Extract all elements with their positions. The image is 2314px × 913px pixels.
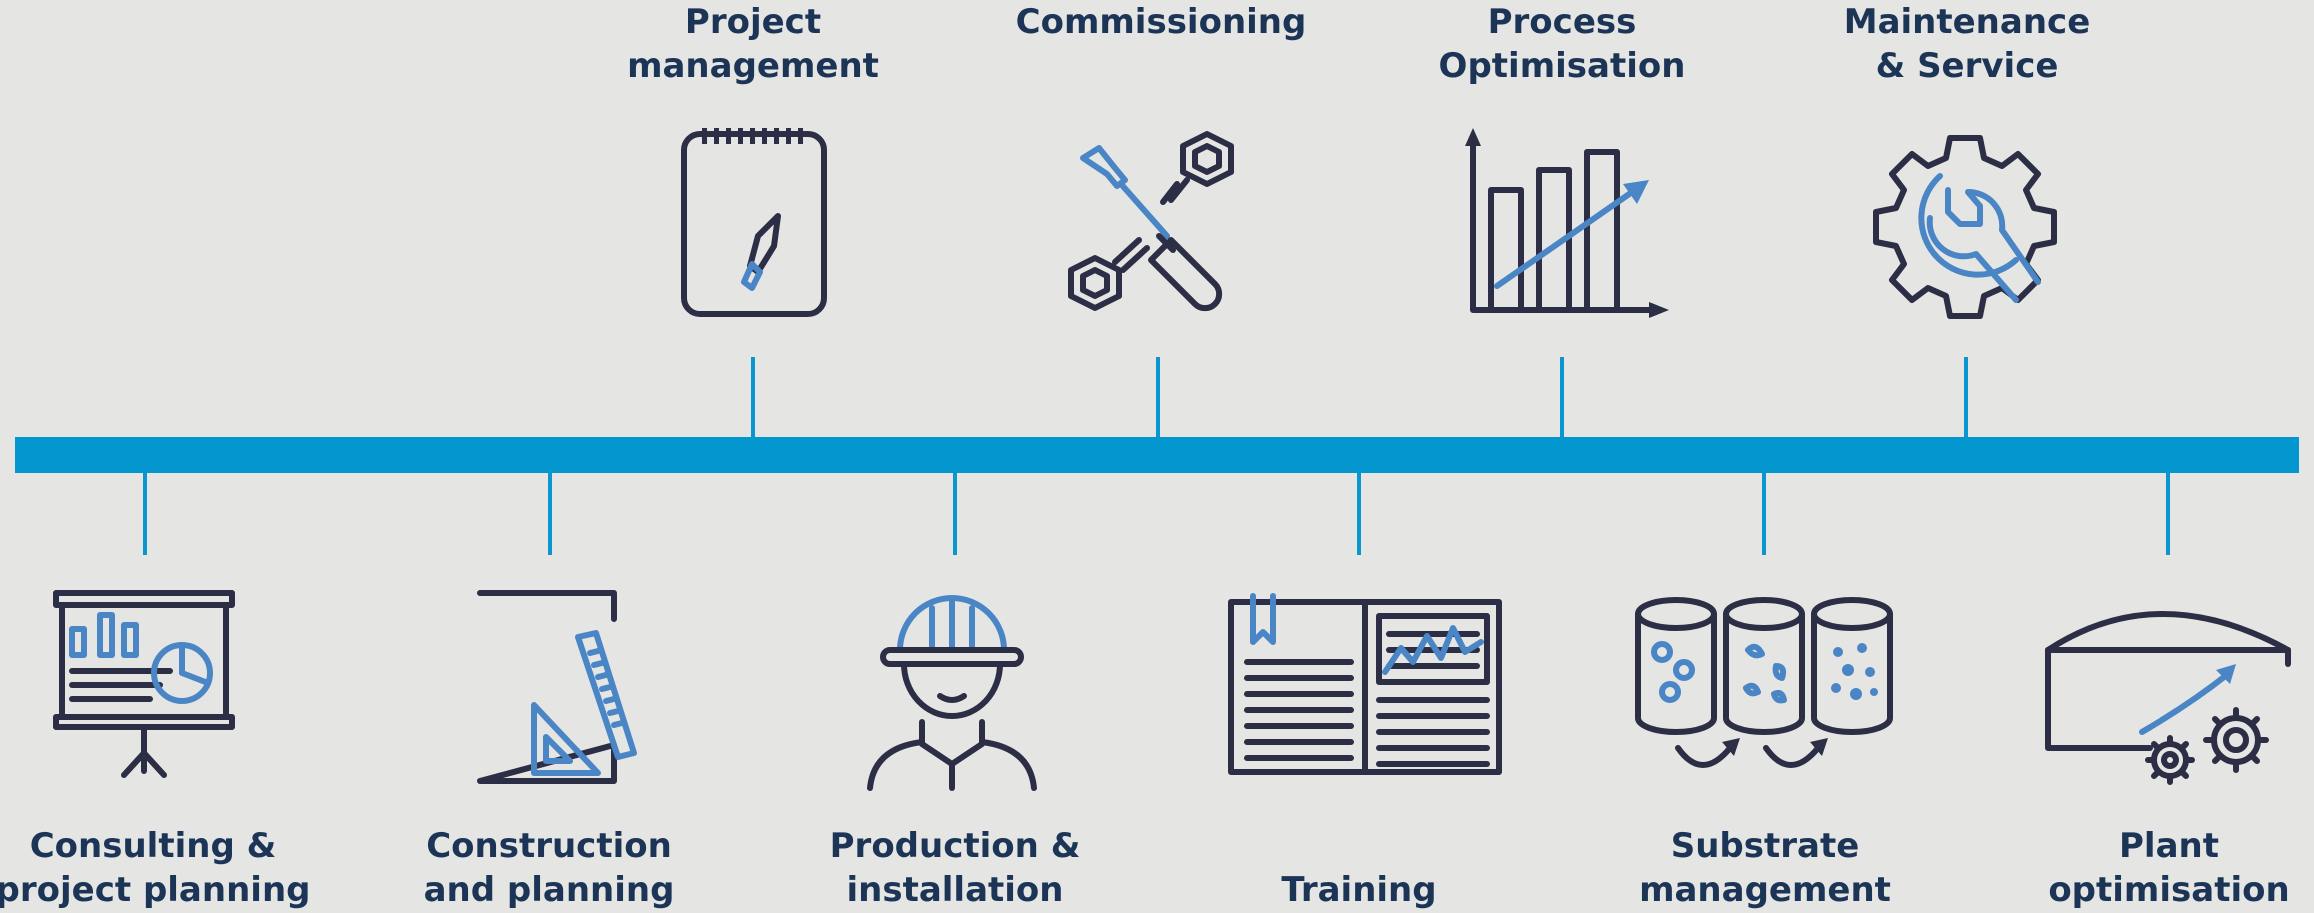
worker-helmet-icon (867, 595, 1037, 791)
label-line-2: & Service (1875, 46, 2059, 86)
label-line-2: and planning (423, 870, 675, 910)
notepad-pen-icon (681, 128, 827, 317)
label-project-management: Project management (583, 0, 923, 88)
bar-chart-growth-icon (1465, 128, 1669, 318)
label-line-2: optimisation (2048, 870, 2290, 910)
label-consulting: Consulting & project planning (0, 824, 323, 912)
tick-plant-optimisation (2166, 473, 2170, 555)
screwdriver-wrench-icon (1068, 131, 1234, 312)
label-training: Training (1189, 868, 1529, 912)
label-plant-optimisation: Plant optimisation (1999, 824, 2314, 912)
label-line-2: project planning (0, 870, 311, 910)
timeline-bar (15, 437, 2299, 473)
label-line-2: Training (1281, 870, 1437, 910)
label-line-1: Process (1487, 2, 1637, 42)
substrate-tanks-icon (1635, 597, 1893, 768)
label-substrate: Substrate management (1595, 824, 1935, 912)
label-line-1: Production & (829, 826, 1081, 866)
tick-consulting (143, 473, 147, 555)
label-line-1: Construction (426, 826, 672, 866)
tick-construction (548, 473, 552, 555)
label-production: Production & installation (785, 824, 1125, 912)
label-commissioning: Commissioning (991, 0, 1331, 44)
label-maintenance-service: Maintenance & Service (1797, 0, 2137, 88)
tick-training (1357, 473, 1361, 555)
open-book-icon (1228, 593, 1502, 775)
tick-project-management (751, 357, 755, 437)
tick-substrate (1762, 473, 1766, 555)
tick-process-optimisation (1560, 357, 1564, 437)
label-line-1: Project (684, 2, 822, 42)
label-line-1: Substrate (1670, 826, 1860, 866)
label-line-2: management (627, 46, 879, 86)
label-line-1: Maintenance (1843, 2, 2091, 42)
label-line-2: management (1639, 870, 1891, 910)
tick-production (953, 473, 957, 555)
label-process-optimisation: Process Optimisation (1392, 0, 1732, 88)
label-line-2: Optimisation (1438, 46, 1686, 86)
tick-commissioning (1156, 357, 1160, 437)
label-line-2: installation (846, 870, 1064, 910)
label-line-1: Commissioning (1015, 2, 1307, 42)
plant-gears-icon (2045, 611, 2291, 785)
tick-maintenance-service (1964, 357, 1968, 437)
gear-wrench-icon (1873, 135, 2057, 319)
presentation-board-icon (53, 590, 235, 778)
label-line-1: Plant (2119, 826, 2219, 866)
label-construction: Construction and planning (379, 824, 719, 912)
blueprint-ruler-icon (477, 590, 637, 784)
label-line-1: Consulting & (29, 826, 277, 866)
